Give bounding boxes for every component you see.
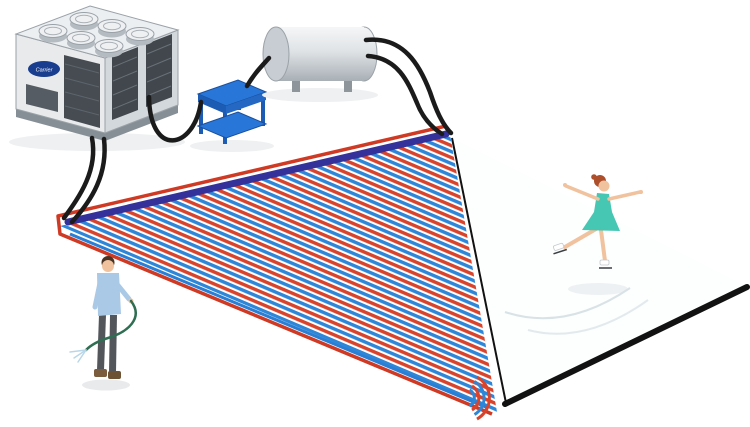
skater-leg-extended [563, 227, 598, 249]
grille-slat [146, 85, 172, 97]
skate-trail [504, 287, 631, 320]
hose-chiller-to-pump [146, 94, 204, 143]
pump-skid [190, 79, 274, 152]
skid-leg [199, 100, 203, 134]
grille-slat [64, 77, 100, 88]
grille-slat [64, 63, 100, 74]
skater-arm [607, 190, 642, 201]
hose-pump-to-tank [244, 55, 272, 89]
hose-chiller-to-rink [69, 136, 107, 225]
grille-slat [146, 57, 172, 69]
buffer-tank [262, 26, 378, 102]
skater-leg-standing [599, 228, 607, 263]
pipe-field [60, 134, 497, 412]
loop-arc [476, 375, 491, 421]
grille-slat [112, 56, 138, 68]
worker-shirt [97, 273, 121, 316]
loop-arc [473, 380, 486, 416]
skater [553, 174, 643, 269]
chiller-grilles [26, 34, 172, 128]
carrier-logo: Carrier [28, 61, 60, 77]
tank-leg [292, 78, 300, 92]
grille-slat [112, 84, 138, 96]
grille-slat [64, 91, 100, 102]
worker-arm [113, 280, 132, 302]
chiller-fans [38, 12, 155, 58]
skater-shadow [568, 283, 628, 295]
hose-tank-to-header [365, 53, 445, 137]
loop-arc [468, 388, 476, 408]
skater-skate [553, 242, 568, 255]
worker [69, 256, 137, 391]
rink-border [451, 137, 750, 407]
perimeter-pipe-red [56, 124, 493, 416]
grille-panel [64, 55, 100, 128]
chiller-fan [125, 27, 155, 46]
worker-hose [84, 299, 137, 352]
hose-chiller-to-rink [61, 135, 96, 221]
pipe-return-loops [468, 375, 491, 421]
chiller-fan [97, 19, 127, 38]
worker-shoe [94, 369, 107, 377]
chiller-unit: Carrier [9, 5, 185, 151]
rink-edge-left [451, 137, 507, 404]
chiller-fan [69, 12, 99, 31]
worker-shadow [82, 379, 130, 391]
skid-side [198, 94, 226, 114]
skater-head [598, 180, 610, 192]
worker-arm [92, 280, 103, 310]
loop-arc [471, 384, 481, 412]
tank-leg [344, 78, 352, 92]
grille-panel [26, 84, 58, 112]
ice-surface [452, 138, 748, 403]
skid-side [226, 92, 266, 114]
skater-skate [599, 259, 612, 269]
skater-dress [582, 193, 620, 231]
logo-text: Carrier [36, 68, 54, 74]
grille-slat [112, 98, 138, 110]
chiller-fan [94, 39, 124, 58]
rink-edge-front [502, 284, 750, 407]
skid-shelf [196, 111, 268, 139]
grille-slat [146, 71, 172, 83]
grille-slat [146, 43, 172, 55]
chiller-base [16, 105, 178, 141]
edge-pipe-blue [69, 232, 489, 410]
pipe-grid [56, 124, 497, 421]
hose-tank-to-header [363, 37, 454, 136]
skater-arm [564, 184, 600, 201]
worker-pants [109, 315, 117, 372]
skid-leg [261, 96, 265, 126]
skater-hand [563, 183, 567, 187]
header-pipe-navy [64, 130, 450, 226]
chiller-fan [38, 24, 68, 43]
skate-trail [527, 299, 649, 335]
skater-hair-bun [591, 174, 597, 180]
hose-lines [61, 37, 454, 225]
tank-end-left [262, 26, 290, 82]
chiller-shadow [9, 133, 185, 151]
logo-oval [28, 61, 60, 77]
worker-head [102, 260, 114, 272]
skater-hand [639, 190, 643, 194]
worker-shoe [108, 371, 121, 379]
chiller-fan [66, 31, 96, 50]
ice-sheet [452, 138, 748, 403]
tank-shadow [262, 88, 378, 102]
tank-body [276, 27, 364, 81]
water-spray [69, 349, 87, 363]
pump-skid-shadow [190, 140, 274, 152]
worker-pants [97, 315, 106, 370]
grille-slat [64, 105, 100, 116]
grille-slat [112, 70, 138, 82]
